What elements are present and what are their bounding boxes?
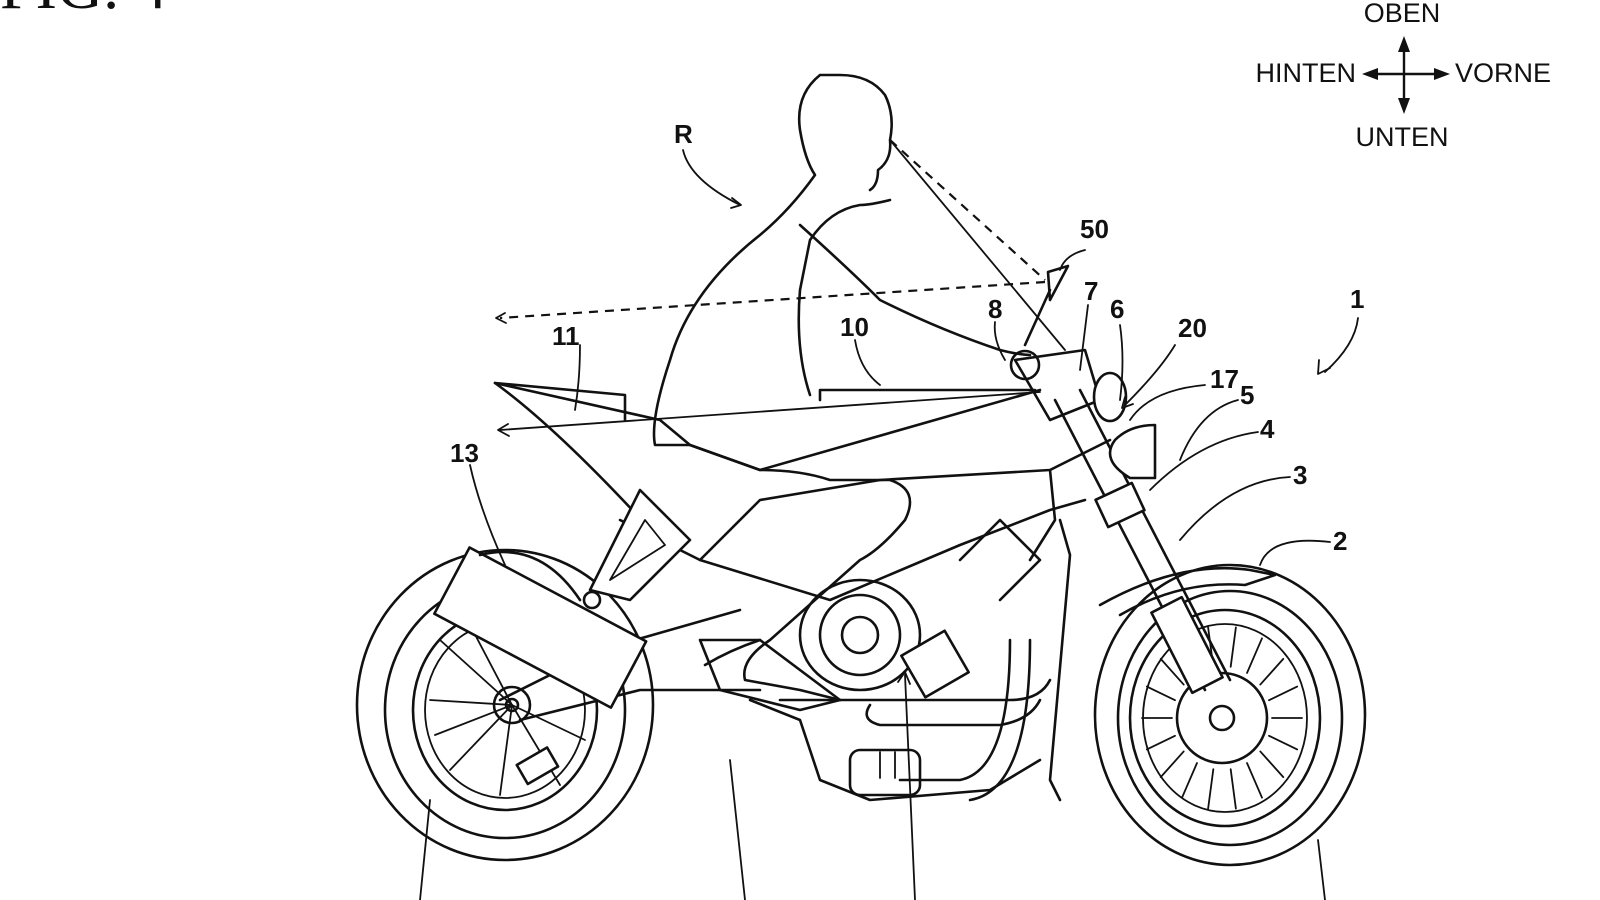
motorcycle-body [433,348,1112,802]
wheel-spoke [1268,734,1299,751]
wheel-spoke [1259,750,1285,779]
label-motorcycle: 1 [1350,284,1364,314]
label-bracket: 17 [1210,364,1239,394]
label-fuel-tank: 10 [840,312,869,342]
label-front-fork: 3 [1293,460,1307,490]
label-handlebar: 8 [988,294,1002,324]
direction-up-label: OBEN [1364,0,1441,28]
label-mirror-unit: 50 [1080,214,1109,244]
four-way-arrow-icon [1362,36,1450,114]
label-seat: 11 [552,321,580,351]
headlight [1108,423,1157,480]
label-lamp: 6 [1110,294,1124,324]
label-front-fender: 2 [1333,526,1347,556]
wheel-spoke [1207,768,1215,810]
label-rider: R [674,119,693,149]
label-meter: 7 [1084,276,1098,306]
direction-front-label: VORNE [1455,58,1551,88]
rider-silhouette [652,73,1032,702]
label-headlight: 5 [1240,380,1254,410]
direction-rear-label: HINTEN [1256,58,1357,88]
wheel-spoke [1181,762,1198,799]
wheel-spoke [1145,734,1176,751]
reference-labels: R 11 10 13 50 8 7 6 20 17 5 4 3 2 1 [450,119,1364,556]
wheel-spoke [1145,685,1176,702]
wheel-spoke [1259,657,1285,686]
wheel-spoke [1159,750,1185,779]
front-wheel [1093,563,1367,867]
label-rear-arm: 13 [450,438,479,468]
wheel-spoke [1268,685,1299,702]
label-display-unit: 20 [1178,313,1207,343]
direction-indicator: OBEN UNTEN HINTEN VORNE [1256,0,1552,152]
lamp [1092,371,1128,423]
wheel-spoke [1246,637,1263,674]
wheel-spoke [1246,762,1263,799]
leader-lines [419,149,1359,900]
mirror-unit [1023,264,1070,347]
rear-wheel [355,548,655,862]
direction-down-label: UNTEN [1356,122,1449,152]
figure-title: FIG. 4 [0,0,167,22]
label-steering-head: 4 [1260,414,1275,444]
wheel-spoke [1229,626,1237,668]
wheel-spoke [1229,768,1237,810]
front-fork [1053,388,1232,695]
wheel-spoke [1159,657,1185,686]
sight-lines [495,139,1066,437]
